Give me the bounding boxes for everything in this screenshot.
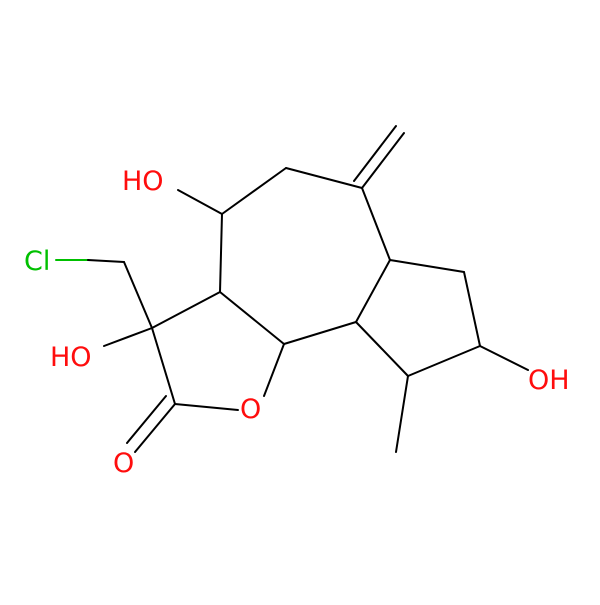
bond-c9-c9a (355, 321, 409, 377)
bond-c3a-c9b (219, 291, 285, 345)
bond-c4-c5 (221, 167, 287, 215)
bond-oring-c9b (263, 343, 285, 397)
atom-label-o-ring: O (240, 394, 261, 425)
atom-label-cl: Cl (24, 246, 50, 277)
bond-c3-c2 (151, 327, 176, 405)
atom-labels-group: Cl HO HO O O OH (24, 166, 570, 479)
atom-label-oh-right: OH (528, 365, 570, 396)
bond-c3-oh (103, 327, 153, 347)
atom-label-oh-left: HO (50, 342, 92, 373)
bond-c8-c9 (407, 345, 481, 377)
bond-c6-ch2-b (353, 125, 397, 182)
bond-c8-oh (479, 345, 529, 371)
bond-c2-oring (174, 403, 239, 411)
bond-c6-c6a (361, 187, 391, 261)
bond-c7-c8 (463, 271, 481, 347)
bond-c6-ch2-a (361, 132, 405, 189)
bond-c3a-c4 (219, 213, 223, 293)
bond-c5-c6 (285, 167, 363, 189)
bond-ch2-c3 (123, 261, 153, 329)
atom-label-o-carbonyl: O (113, 448, 134, 479)
bond-c2-o1 (134, 403, 176, 453)
bond-c2-o2 (126, 395, 167, 444)
bond-c6a-c9a (355, 259, 391, 323)
atom-label-oh-top: HO (122, 166, 164, 197)
bond-c3-c3a (151, 291, 221, 329)
bond-cl-ch2b (87, 259, 125, 263)
bond-c9-ch3 (395, 375, 409, 453)
bond-c4-oh (177, 189, 223, 215)
bond-c6a-c7 (389, 259, 465, 273)
bonds-group (55, 125, 529, 453)
bond-c9b-c9a (283, 321, 357, 345)
